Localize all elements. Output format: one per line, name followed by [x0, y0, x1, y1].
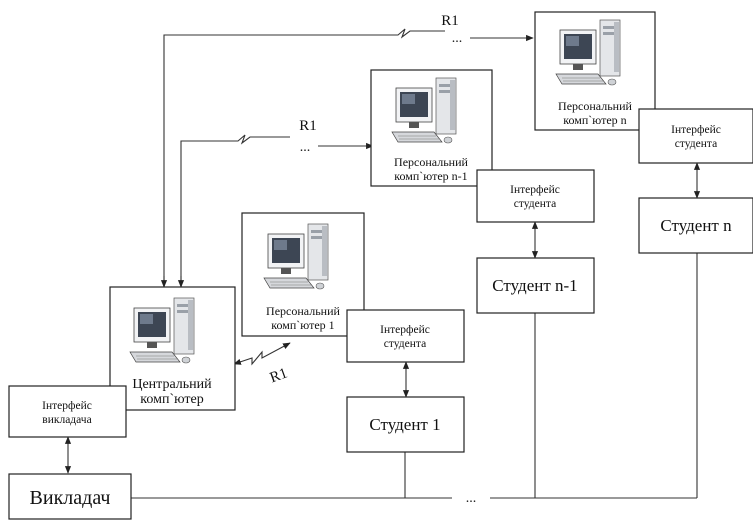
teacher-node: Викладач: [8, 473, 132, 520]
student-1-interface-label-2: студента: [384, 338, 426, 350]
bus-dots-label: ...: [466, 491, 477, 506]
teacher-interface-label-2: викладача: [42, 414, 91, 426]
student-n-1-node: Студент n-1: [476, 257, 595, 314]
desktop-computer-icon: [263, 223, 329, 290]
connectors: [64, 162, 701, 474]
pc-1: Персональний комп`ютер 1: [241, 212, 365, 337]
student-n-interface: Інтерфейс студента: [638, 108, 753, 164]
student-1-interface-label-1: Інтерфейс: [380, 324, 430, 336]
bus-lines: [131, 253, 698, 499]
link-r1-low: [233, 342, 291, 366]
pc-n-label-2: комп`ютер n: [563, 113, 626, 127]
link-r1-top: [160, 28, 534, 288]
pc-n-1-label-1: Персональний: [394, 155, 468, 169]
student-n-1-interface-label-1: Інтерфейс: [510, 184, 560, 196]
r1-top-label: R1: [441, 13, 459, 29]
pc-1-label-2: комп`ютер 1: [271, 318, 334, 332]
student-1-interface: Інтерфейс студента: [346, 309, 465, 363]
central-computer-label-1: Центральний: [132, 377, 212, 392]
student-1-label: Студент 1: [369, 415, 440, 434]
r1-low-label: R1: [268, 365, 290, 386]
student-n-node: Студент n: [638, 197, 753, 254]
pc-n-1: Персональний комп`ютер n-1: [370, 69, 493, 187]
central-computer-label-2: комп`ютер: [140, 392, 203, 407]
r1-mid-label: R1: [299, 118, 317, 134]
teacher-interface-label-1: Інтерфейс: [42, 400, 92, 412]
pc-n-label-1: Персональний: [558, 99, 632, 113]
pc-n: Персональний комп`ютер n: [534, 11, 656, 131]
desktop-computer-icon: [391, 77, 457, 144]
student-n-label: Студент n: [660, 216, 732, 235]
top-dots-label: ...: [452, 31, 463, 46]
student-n-1-interface-label-2: студента: [514, 198, 556, 210]
student-1-node: Студент 1: [346, 396, 465, 453]
teacher-label: Викладач: [30, 487, 111, 509]
central-computer: Центральний комп`ютер: [109, 286, 236, 411]
student-n-1-interface: Інтерфейс студента: [476, 169, 595, 223]
pc-n-1-label-2: комп`ютер n-1: [394, 169, 467, 183]
student-n-interface-label-1: Інтерфейс: [671, 124, 721, 136]
desktop-computer-icon: [555, 19, 621, 86]
mid-dots-label: ...: [300, 140, 311, 155]
student-n-interface-label-2: студента: [675, 138, 717, 150]
pc-1-label-1: Персональний: [266, 304, 340, 318]
link-r1-mid: [177, 134, 374, 288]
teacher-interface: Інтерфейс викладача: [8, 385, 127, 438]
student-n-1-label: Студент n-1: [492, 276, 577, 295]
desktop-computer-icon: [129, 297, 195, 364]
